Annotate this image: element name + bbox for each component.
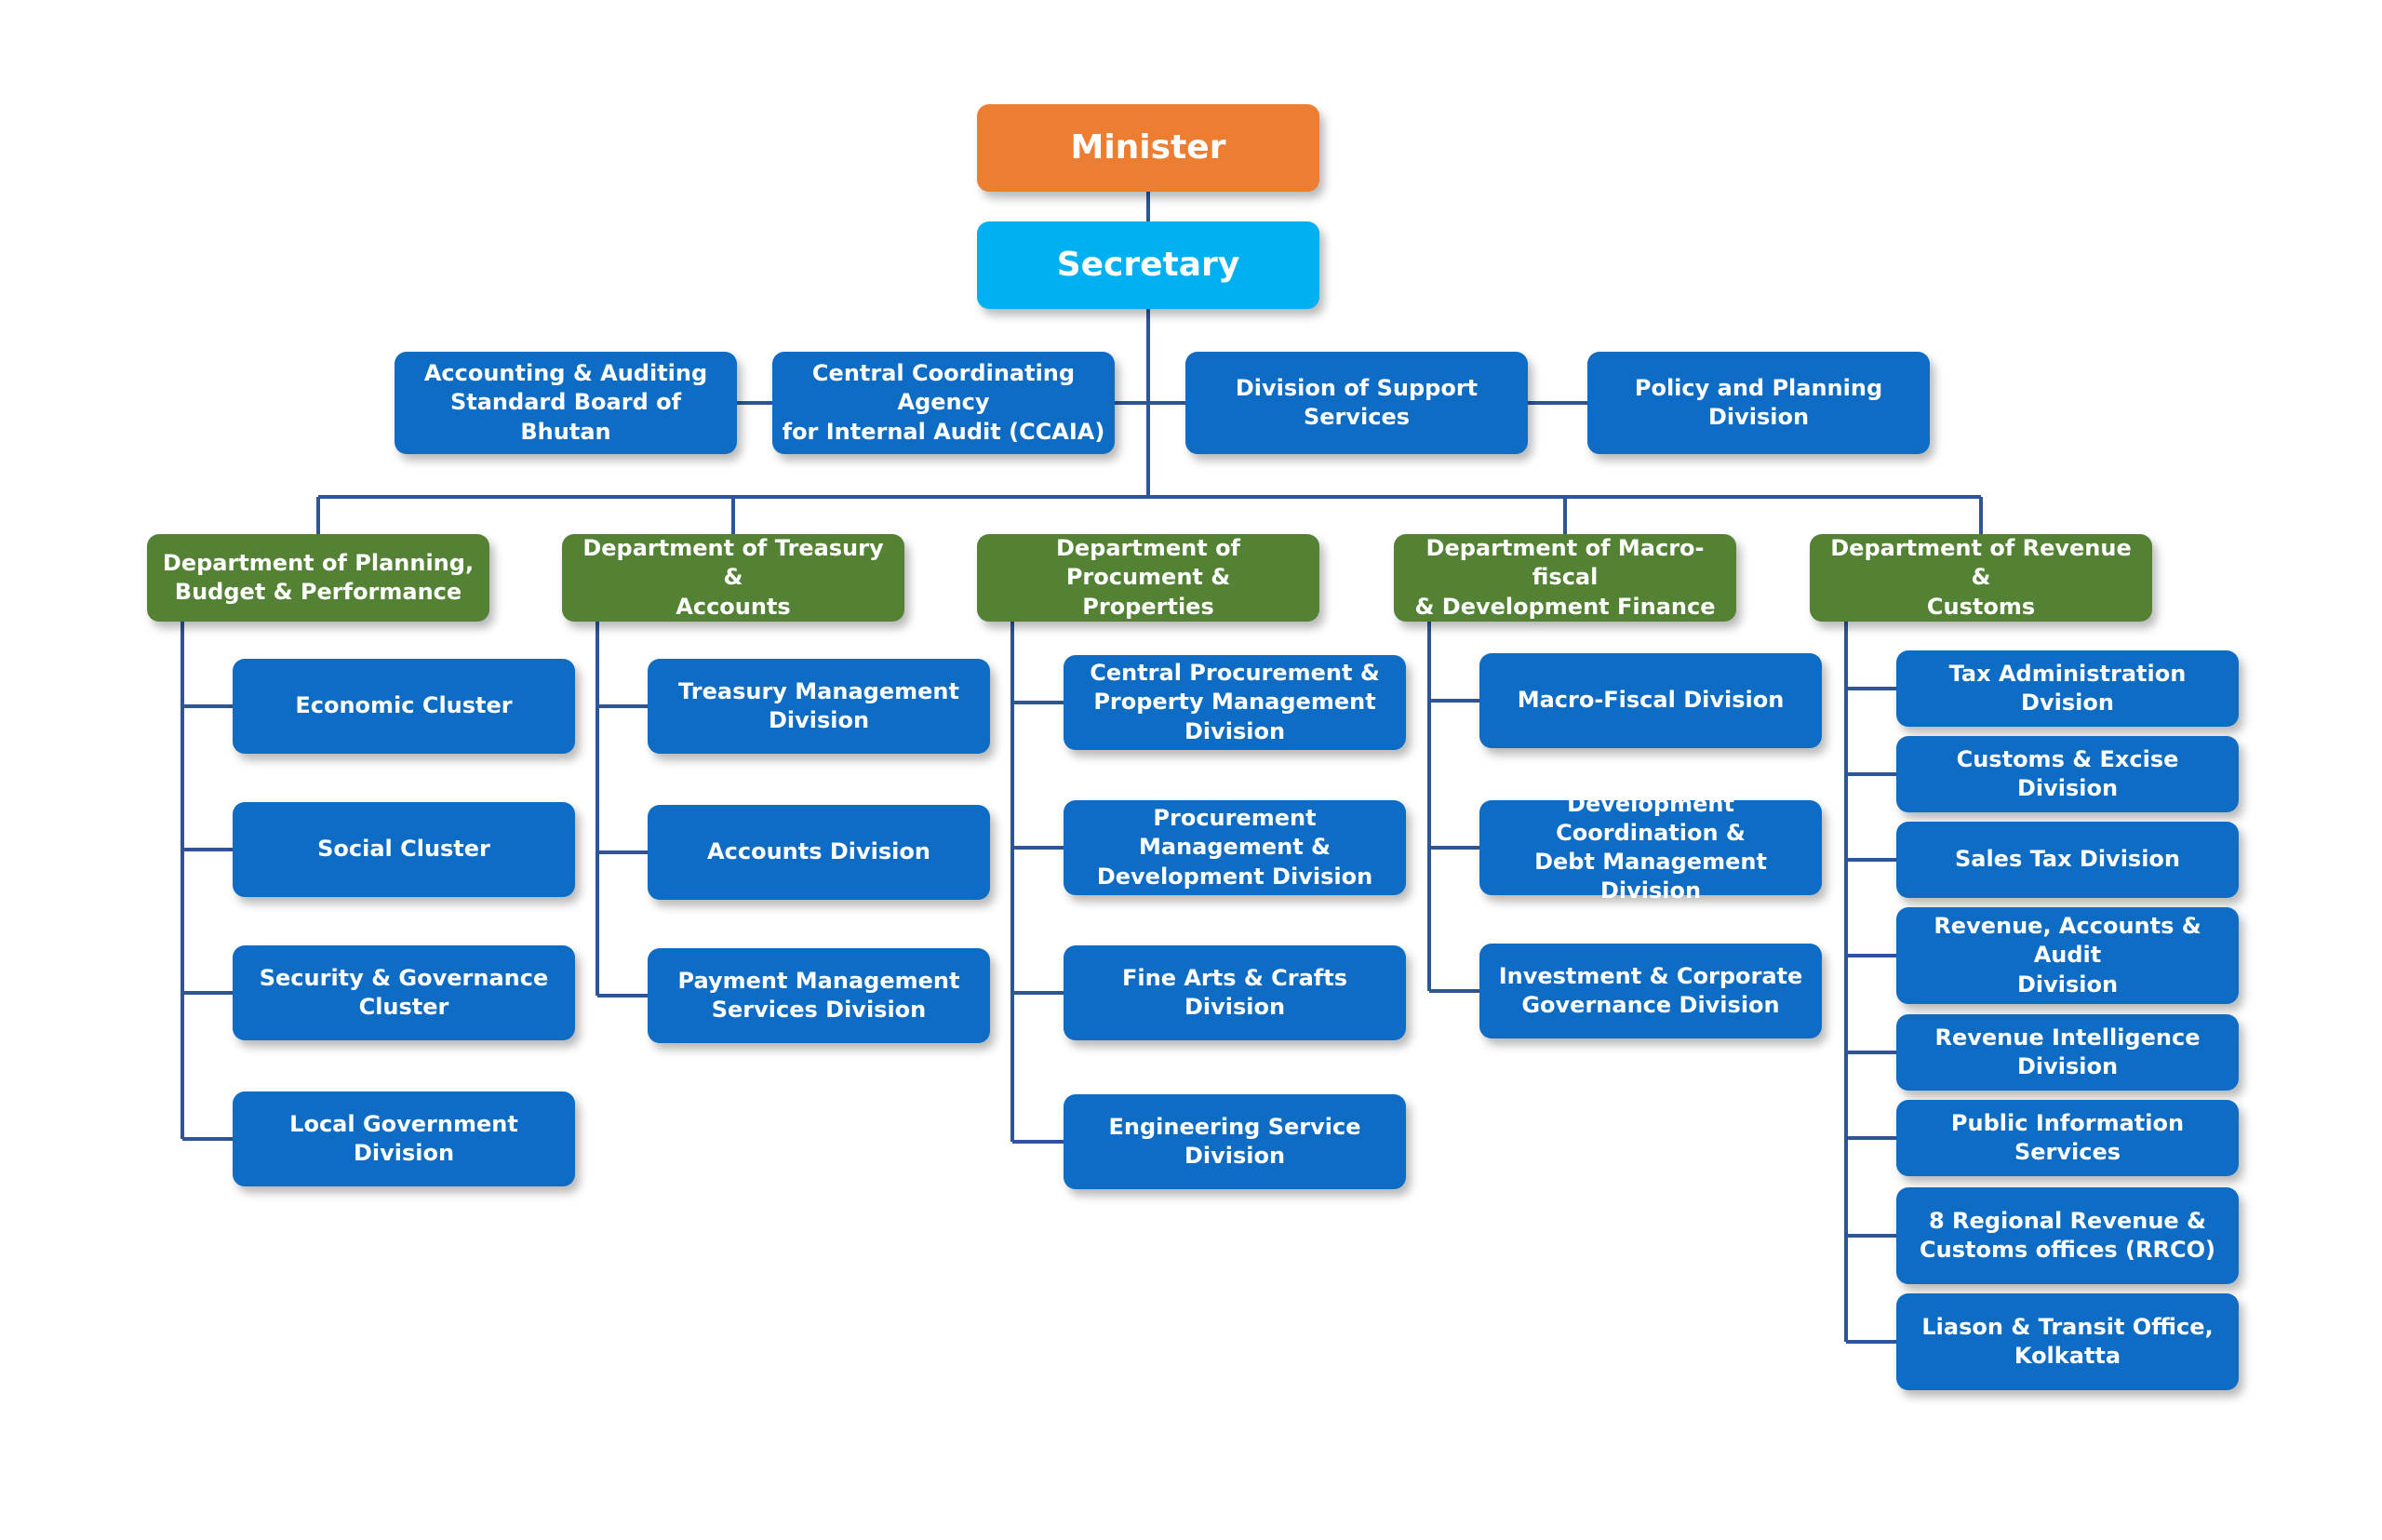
division-accounts: Accounts Division	[648, 805, 990, 900]
unit-accounting-auditing-board: Accounting & Auditing Standard Board of …	[395, 352, 737, 454]
dept-macro-fiscal: Department of Macro-fiscal & Development…	[1394, 534, 1736, 622]
division-engineering-service: Engineering Service Division	[1064, 1094, 1406, 1189]
division-tax-administration: Tax Administration Dvision	[1896, 650, 2239, 727]
division-treasury-management: Treasury Management Division	[648, 659, 990, 754]
dept-planning-budget: Department of Planning, Budget & Perform…	[147, 534, 489, 622]
division-development-coordination: Development Coordination & Debt Manageme…	[1479, 791, 1822, 904]
division-security-governance: Security & Governance Cluster	[233, 945, 575, 1040]
dept-treasury-accounts: Department of Treasury & Accounts	[562, 534, 904, 622]
division-regional-revenue-offices: 8 Regional Revenue & Customs offices (RR…	[1896, 1187, 2239, 1284]
unit-policy-planning: Policy and Planning Division	[1587, 352, 1930, 454]
division-revenue-accounts-audit: Revenue, Accounts & Audit Division	[1896, 907, 2239, 1004]
unit-ccaia: Central Coordinating Agency for Internal…	[772, 352, 1115, 454]
unit-support-services: Division of Support Services	[1185, 352, 1528, 454]
division-economic-cluster: Economic Cluster	[233, 659, 575, 754]
division-macro-fiscal: Macro-Fiscal Division	[1479, 653, 1822, 748]
division-payment-management: Payment Management Services Division	[648, 948, 990, 1043]
division-customs-excise: Customs & Excise Division	[1896, 736, 2239, 812]
division-investment-corporate: Investment & Corporate Governance Divisi…	[1479, 944, 1822, 1038]
division-procurement-management: Procurement Management & Development Div…	[1064, 800, 1406, 895]
division-liaison-transit-kolkata: Liason & Transit Office, Kolkatta	[1896, 1293, 2239, 1390]
division-fine-arts-crafts: Fine Arts & Crafts Division	[1064, 945, 1406, 1040]
division-central-procurement: Central Procurement & Property Managemen…	[1064, 655, 1406, 750]
division-social-cluster: Social Cluster	[233, 802, 575, 897]
secretary-box: Secretary	[977, 221, 1319, 309]
division-public-information: Public Information Services	[1896, 1100, 2239, 1176]
division-sales-tax: Sales Tax Division	[1896, 822, 2239, 898]
division-revenue-intelligence: Revenue Intelligence Division	[1896, 1014, 2239, 1091]
dept-procurement-properties: Department of Procument & Properties	[977, 534, 1319, 622]
dept-revenue-customs: Department of Revenue & Customs	[1810, 534, 2152, 622]
minister-box: Minister	[977, 104, 1319, 192]
division-local-government: Local Government Division	[233, 1091, 575, 1186]
